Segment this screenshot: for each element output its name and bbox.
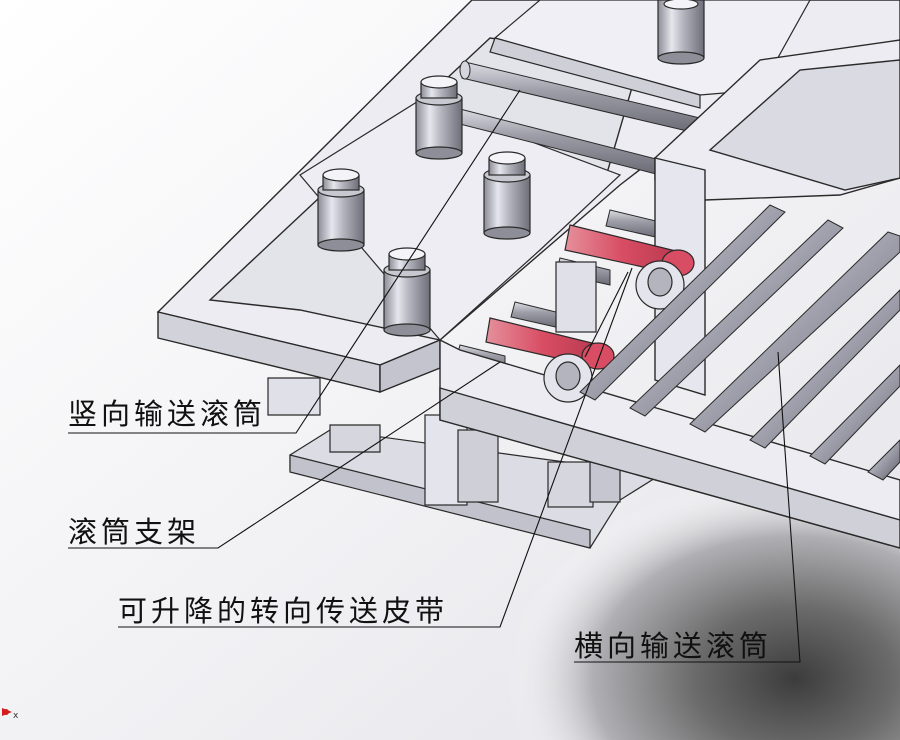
vertical-rollers xyxy=(451,60,701,372)
horizontal-roller xyxy=(749,289,900,449)
leader-lifting-belt xyxy=(118,267,633,628)
axis-triad-icon: x xyxy=(2,708,19,721)
steering-belt xyxy=(555,224,695,333)
right-frame xyxy=(439,39,900,549)
leader-horizontal-roller xyxy=(574,351,801,663)
post xyxy=(317,168,365,252)
label-vertical-conveyor-roller: 竖向输送滚筒 xyxy=(68,397,267,431)
horizontal-roller xyxy=(629,219,844,417)
posts xyxy=(317,0,705,337)
post xyxy=(415,75,463,160)
post xyxy=(383,247,431,337)
steering-belt xyxy=(485,317,615,403)
horizontal-roller xyxy=(689,231,900,433)
horizontal-roller xyxy=(579,204,786,401)
base-plates xyxy=(267,377,662,549)
leader-vertical-roller xyxy=(68,89,521,434)
horizontal-rollers xyxy=(579,204,900,481)
post xyxy=(657,0,705,65)
svg-text:x: x xyxy=(13,711,19,721)
label-lifting-steering-belt: 可升降的转向传送皮带 xyxy=(118,594,449,628)
label-roller-bracket: 滚筒支架 xyxy=(68,515,201,549)
horizontal-roller xyxy=(867,439,900,481)
post xyxy=(483,151,531,240)
leader-lines xyxy=(68,89,801,663)
steering-belts xyxy=(485,224,695,403)
horizontal-roller xyxy=(809,364,900,465)
leader-roller-bracket xyxy=(68,361,501,549)
label-horizontal-conveyor-roller: 横向输送滚筒 xyxy=(574,629,773,663)
leader-belt-branch xyxy=(584,271,629,358)
